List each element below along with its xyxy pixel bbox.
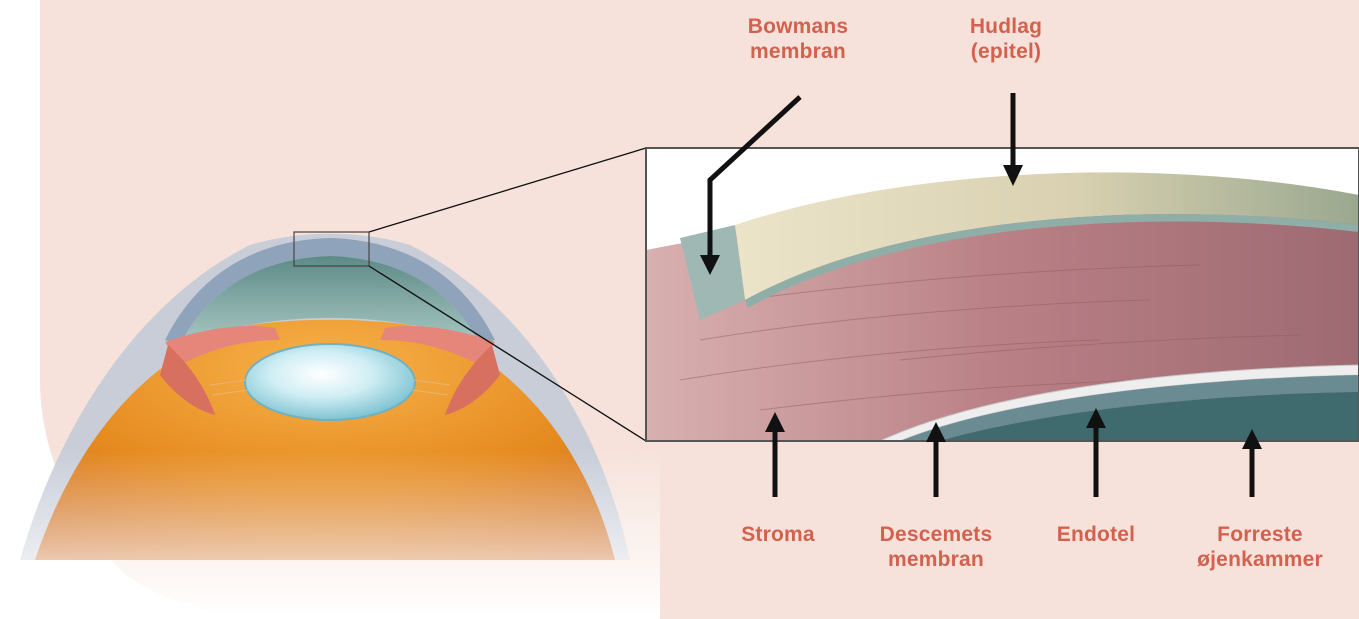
label-stroma: Stroma: [718, 522, 838, 547]
label-line: Bowmans: [728, 14, 868, 39]
eye-fade: [0, 450, 660, 619]
label-endotel: Endotel: [1036, 522, 1156, 547]
label-hudlag-epitel: Hudlag (epitel): [936, 14, 1076, 64]
label-line: Descemets: [866, 522, 1006, 547]
label-line: Endotel: [1036, 522, 1156, 547]
label-line: Forreste: [1180, 522, 1340, 547]
cornea-cross-section: [646, 148, 1359, 441]
label-descemets-membran: Descemets membran: [866, 522, 1006, 572]
label-forreste-ojenkammer: Forreste øjenkammer: [1180, 522, 1340, 572]
label-bowmans-membran: Bowmans membran: [728, 14, 868, 64]
label-line: Stroma: [718, 522, 838, 547]
label-line: Hudlag: [936, 14, 1076, 39]
label-line: membran: [866, 547, 1006, 572]
lens: [245, 344, 415, 420]
label-line: øjenkammer: [1180, 547, 1340, 572]
label-line: (epitel): [936, 39, 1076, 64]
label-line: membran: [728, 39, 868, 64]
